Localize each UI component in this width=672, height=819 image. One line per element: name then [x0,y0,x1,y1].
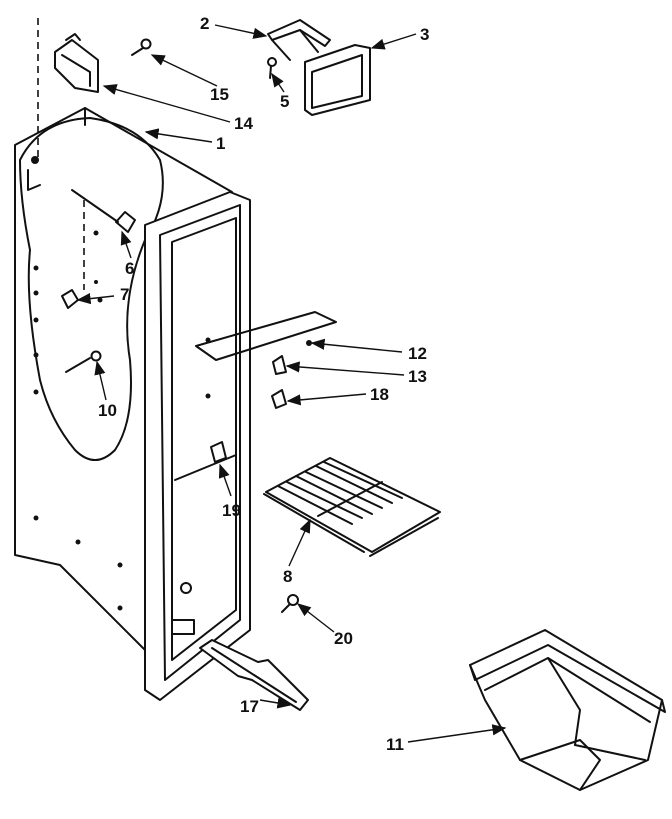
callout-6: 6 [125,259,134,278]
part-11-storage-bin [469,629,666,791]
callout-5: 5 [280,92,289,111]
callout-12: 12 [408,344,427,363]
part-13-clip [272,355,287,375]
callout-17: 17 [240,697,259,716]
callout-18: 18 [370,385,389,404]
callout-7: 7 [120,285,129,304]
part-10-fastener [65,350,102,373]
callout-3: 3 [420,25,429,44]
callout-11: 11 [386,735,404,754]
part-6-clip [71,189,136,233]
callout-2: 2 [200,14,209,33]
part-14-bracket [54,33,99,93]
part-19-switch [210,441,227,463]
part-20-screw [281,594,299,613]
part-15-screw [131,38,152,56]
callout-1: 1 [216,134,225,153]
callout-20: 20 [334,629,353,648]
freezer-liner [14,107,251,701]
callout-13: 13 [408,367,427,386]
part-2-hinge-bracket [267,19,331,61]
part-3-panel [304,44,371,116]
leader-lines [76,24,507,743]
part-5-screw [267,57,277,79]
callout-labels: 2 3 15 5 14 1 6 7 10 12 13 18 19 8 20 17… [98,14,429,754]
part-12-plate [195,311,337,361]
callout-10: 10 [98,401,117,420]
callout-14: 14 [234,114,253,133]
part-17-trim [199,639,309,711]
callout-8: 8 [283,567,292,586]
part-8-wire-shelf [263,457,441,557]
callout-15: 15 [210,85,229,104]
part-18-clip [271,389,287,409]
callout-19: 19 [222,501,241,520]
